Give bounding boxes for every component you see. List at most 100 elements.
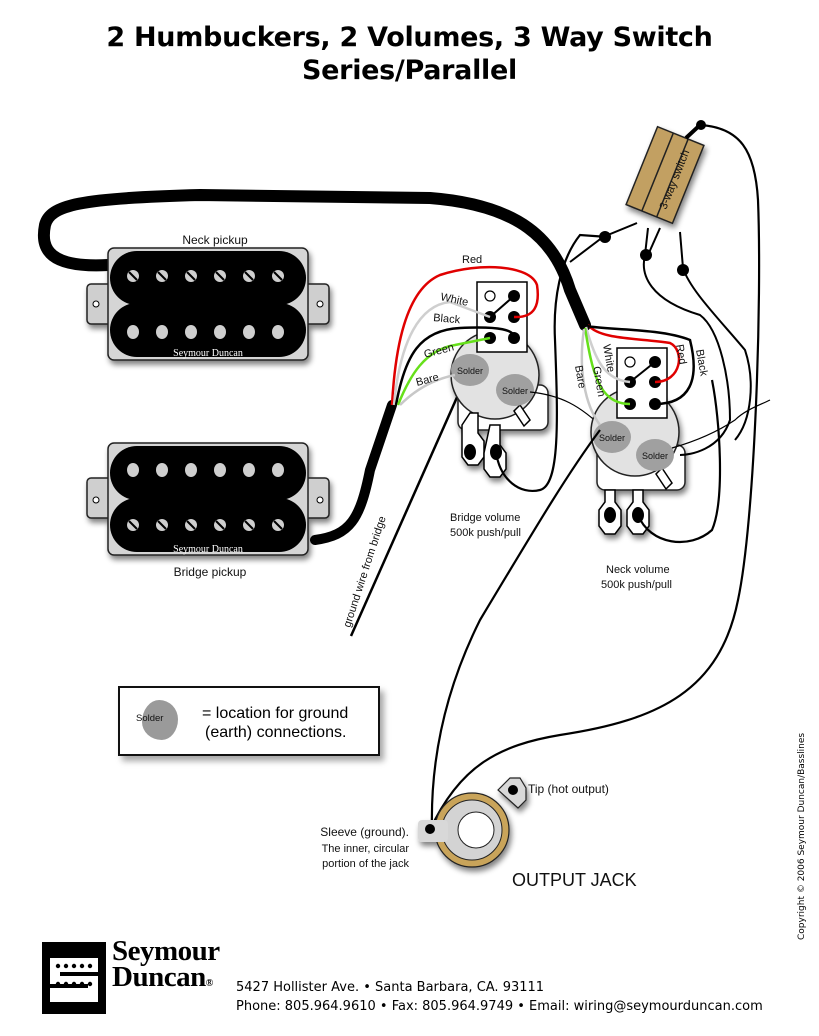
- switch-wire: [647, 227, 661, 256]
- jack-sleeve-desc-2: portion of the jack: [322, 858, 409, 870]
- bridge-white-wire: [392, 300, 491, 406]
- ground-wire: [430, 429, 601, 831]
- screw-slot: [128, 271, 138, 281]
- solder-spot: [496, 374, 534, 406]
- footer-contact: Phone: 805.964.9610 • Fax: 805.964.9749 …: [236, 999, 763, 1014]
- diagram-title: 2 Humbuckers, 2 Volumes, 3 Way Switch: [106, 22, 713, 53]
- solder-spot: [636, 439, 674, 471]
- tip-terminal: [508, 785, 518, 795]
- slug-pole-icon: [272, 463, 284, 477]
- slug-pole-icon: [272, 325, 284, 339]
- solder-label: Solder: [642, 451, 668, 461]
- neck-red-wire: [587, 324, 681, 384]
- solder-legend-icon: Solder: [136, 700, 178, 740]
- slug-pole-icon: [127, 325, 139, 339]
- screw-slot: [157, 520, 167, 530]
- slug-pole-icon: [243, 325, 255, 339]
- slug-pole-icon: [214, 325, 226, 339]
- slug-pole-icon: [185, 325, 197, 339]
- bridge-green-wire: [396, 336, 491, 406]
- slug-pole-icon: [127, 463, 139, 477]
- screw-slot: [215, 271, 225, 281]
- footer-address: 5427 Hollister Ave. • Santa Barbara, CA.…: [236, 980, 545, 995]
- copyright-notice: Copyright © 2006 Seymour Duncan/Bassline…: [797, 732, 807, 940]
- wire-label-white: White: [439, 291, 469, 309]
- bridge-pickup-brand: Seymour Duncan: [173, 544, 243, 555]
- solder-label: Solder: [599, 433, 625, 443]
- legend-blob-label: Solder: [136, 713, 164, 724]
- bridge-bare-wire: [399, 373, 456, 406]
- solder-label: Solder: [502, 386, 528, 396]
- screw-slot: [244, 271, 254, 281]
- bridge-pickup-pole-pieces: [127, 463, 284, 531]
- neck-pickup-cable: [37, 188, 591, 331]
- wire-label-black: Black: [693, 348, 710, 377]
- bridge-volume-value: 500k push/pull: [450, 527, 521, 539]
- neck-pickup-label: Neck pickup: [182, 233, 248, 247]
- sleeve-terminal: [425, 824, 435, 834]
- jack-tip-label: Tip (hot output): [528, 782, 609, 796]
- footer-address-block: 5427 Hollister Ave. • Santa Barbara, CA.…: [236, 978, 763, 1016]
- screw-slot: [186, 520, 196, 530]
- switch-terminal: [677, 264, 689, 276]
- neck-green-wire: [583, 327, 631, 406]
- seymour-duncan-logo-icon: [42, 942, 106, 1014]
- diagram-subtitle: Series/Parallel: [302, 55, 517, 86]
- bridge-volume-label: Bridge volume: [450, 512, 520, 524]
- ground-link: [671, 399, 771, 449]
- neck-white-wire: [584, 326, 631, 384]
- screw-slot: [273, 271, 283, 281]
- screw-slot: [244, 520, 254, 530]
- neck-push-pull-switch: [616, 347, 668, 419]
- bridge-ground-wire: [349, 394, 460, 637]
- brand-line-2: Duncan®: [112, 961, 220, 997]
- slug-pole-icon: [156, 325, 168, 339]
- wire-label-bare: Bare: [572, 364, 588, 389]
- neck-black-wire: [586, 324, 695, 406]
- legend-line-2: (earth) connections.: [205, 724, 347, 741]
- switch-wire: [679, 231, 752, 441]
- slug-pole-icon: [185, 463, 197, 477]
- switch-terminal: [599, 231, 611, 243]
- registered-mark: ®: [205, 978, 213, 989]
- bridge-red-wire: [390, 265, 539, 406]
- slug-pole-icon: [156, 463, 168, 477]
- output-jack: [418, 777, 527, 868]
- neck-pickup: [86, 247, 330, 361]
- screw-slot: [186, 271, 196, 281]
- solder-label: Solder: [457, 366, 483, 376]
- wire-label-green: Green: [423, 341, 456, 361]
- jack-sleeve-desc-1: The inner, circular: [322, 843, 410, 855]
- legend-text: = location for ground (earth) connection…: [202, 704, 348, 742]
- switch-wire: [642, 227, 732, 456]
- bridge-pot-wire: [494, 233, 609, 493]
- solder-spot: [593, 421, 631, 453]
- bridge-pickup-label: Bridge pickup: [174, 565, 247, 579]
- brand-line-1: Seymour: [112, 935, 220, 967]
- neck-bare-wire: [580, 328, 602, 426]
- bridge-pickup: [86, 442, 330, 556]
- slug-pole-icon: [243, 463, 255, 477]
- output-jack-title: OUTPUT JACK: [512, 870, 637, 890]
- neck-pickup-pole-pieces: [127, 270, 284, 339]
- screw-slot: [157, 271, 167, 281]
- screw-slot: [128, 520, 138, 530]
- screw-slot: [273, 520, 283, 530]
- brand-duncan: Duncan: [112, 961, 206, 993]
- screw-slot: [215, 520, 225, 530]
- switch-output-wire: [429, 123, 761, 831]
- slug-pole-icon: [214, 463, 226, 477]
- bridge-pickup-cable: [310, 400, 397, 545]
- neck-volume-label: Neck volume: [606, 564, 670, 576]
- wire-label-black: Black: [433, 312, 461, 326]
- bridge-volume-pot: [450, 330, 549, 478]
- neck-pot-wire: [636, 379, 722, 544]
- three-way-switch: [625, 125, 705, 225]
- legend-line-1: = location for ground: [202, 705, 349, 722]
- neck-volume-value: 500k push/pull: [601, 579, 672, 591]
- wire-label-white: White: [600, 343, 617, 373]
- wire-label-bare: Bare: [415, 371, 441, 389]
- legend: Solder = location for ground (earth) con…: [118, 686, 380, 756]
- neck-pickup-brand: Seymour Duncan: [173, 348, 243, 359]
